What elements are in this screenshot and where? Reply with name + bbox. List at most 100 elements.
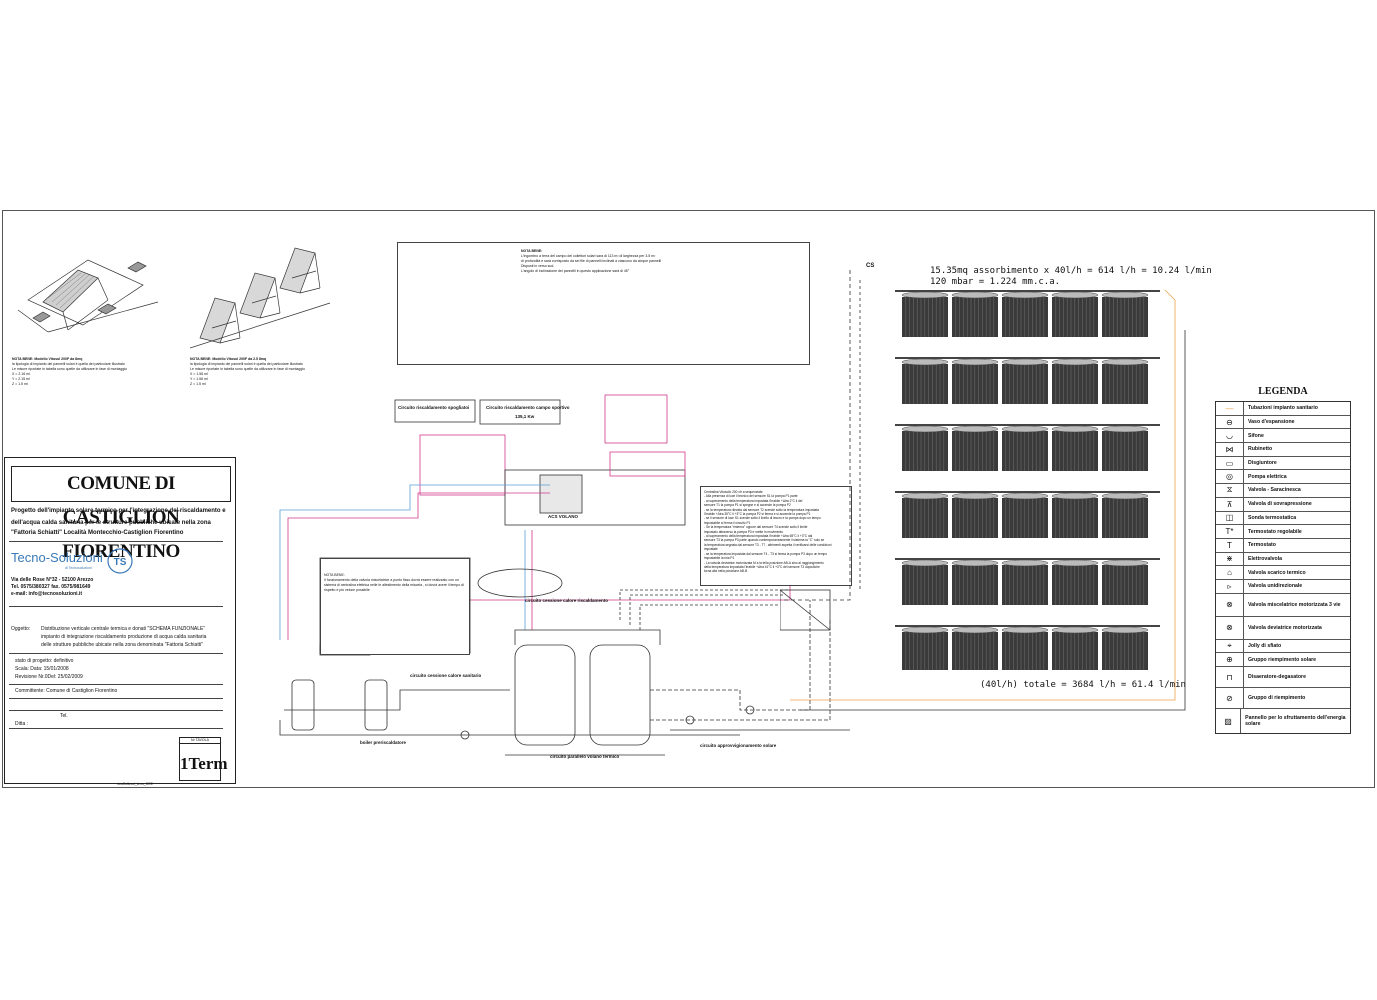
- project-line-3: "Fattoria Schiatti" Località Montecchio-…: [11, 530, 184, 536]
- legend-item: ⊕Gruppo riempimento solare: [1216, 653, 1350, 667]
- legend-label: Vaso d'espansione: [1248, 419, 1295, 426]
- solar-collector-panel: [901, 559, 949, 605]
- solar-collector-panel: [951, 492, 999, 538]
- company-address: Via delle Rose N°32 - 52100 Arezzo: [11, 577, 94, 583]
- legend-label: Pannello per lo sfruttamento dell'energi…: [1245, 715, 1346, 727]
- drawing-sheet-border: [2, 210, 1375, 788]
- project-line-2: dell'acqua calda sanitaria per le strutt…: [11, 520, 211, 526]
- solar-field-header-2: 120 mbar = 1.224 mm.c.a.: [930, 277, 1061, 287]
- legend-symbol-icon: ⋇: [1216, 552, 1244, 566]
- note-left: NOTA BENE: Modello Vitosol 200F da 8mq l…: [12, 357, 127, 386]
- solar-collector-panel: [1001, 626, 1049, 670]
- solar-collector-panel: [901, 358, 949, 404]
- solar-collector-panel: [901, 626, 949, 670]
- legend-item: ⋈ Rubinetto: [1216, 443, 1350, 457]
- legend-item: ⊓Disaeratore-degasatore: [1216, 667, 1350, 688]
- legend-item: T*Termostato regolabile: [1216, 525, 1350, 539]
- label-acs: ACS VOLANO: [548, 514, 579, 519]
- legend-item: ⊗ Valvola miscelatrice motorizzata 3 vie: [1216, 593, 1350, 617]
- legend-table: ―Tubazioni impianto sanitario⊖ Vaso d'esp…: [1215, 401, 1351, 734]
- oggetto-line-2: impianto di integrazione riscaldamento p…: [41, 634, 207, 640]
- tavola-label: Nr TAVOLA: [180, 738, 220, 744]
- solar-collector-panel: [901, 425, 949, 471]
- legend-item: ◡Sifone: [1216, 429, 1350, 444]
- legend-symbol-icon: ▹: [1216, 579, 1244, 593]
- label-parallel: circuito parallelo volano termico: [550, 754, 620, 759]
- legend-label: Tubazioni impianto sanitario: [1248, 405, 1318, 412]
- legend-item: ⊗Valvola deviatrice motorizzata: [1216, 616, 1350, 640]
- panel-mounting-sketch-single: [17, 259, 159, 333]
- tavola-number: 1Term: [180, 754, 228, 773]
- center-note-text: NOTA BENE: Il funzionamento della valvol…: [324, 573, 464, 592]
- solar-collector-panel: [1051, 492, 1099, 538]
- legend-symbol-icon: ⧖: [1216, 484, 1244, 497]
- legend-symbol-icon: ⊕: [1216, 653, 1244, 666]
- solar-field-total: (40l/h) totale = 3684 l/h = 61.4 l/min: [980, 680, 1186, 690]
- legend-item: ⌂ Valvola scarico termico: [1216, 566, 1350, 580]
- municipality-title: COMUNE DI CASTIGLION FIORENTINO: [11, 466, 231, 562]
- solar-collector-panel: [1051, 358, 1099, 404]
- legend-label: Valvola miscelatrice motorizzata 3 vie: [1248, 601, 1341, 608]
- legend-label: Valvola scarico termico: [1248, 569, 1306, 576]
- legend-symbol-icon: ⊗: [1216, 593, 1244, 616]
- legend-label: Jolly di sfiato: [1248, 642, 1282, 649]
- stato-progetto: stato di progetto: definitivo: [15, 658, 74, 664]
- solar-collector-panel: [901, 492, 949, 538]
- label-heating-sports: Circuito riscaldamento campo sportivo: [486, 405, 570, 410]
- legend-label: Disgiuntore: [1248, 460, 1277, 467]
- legend-label: Valvola di sovrapressione: [1248, 501, 1312, 508]
- svg-text:TS: TS: [114, 557, 127, 568]
- title-block: COMUNE DI CASTIGLION FIORENTINO Progetto…: [4, 457, 236, 784]
- file-name: ricoCollexxi_term_CEE: [117, 782, 153, 786]
- legend-symbol-icon: T*: [1216, 525, 1244, 538]
- solar-collector-panel: [1051, 291, 1099, 337]
- panel-mounting-sketch-triple: [190, 247, 331, 349]
- legend-label: Elettrovalvola: [1248, 555, 1283, 562]
- solar-collector-panel: [1101, 559, 1149, 605]
- label-solar-integration: circuito cessione calore riscaldamento: [525, 598, 609, 603]
- label-boiler: boiler preriscaldatore: [360, 740, 407, 745]
- legend-label: Rubinetto: [1248, 446, 1273, 453]
- tavola-box: Nr TAVOLA 1Term: [179, 737, 228, 781]
- solar-collector-panel: [951, 358, 999, 404]
- solar-collector-panel: [1101, 492, 1149, 538]
- label-heating-sports-kw: 135,1 Kw: [515, 414, 535, 419]
- company-logo: TS: [107, 548, 133, 574]
- solar-pipes: [780, 270, 1186, 711]
- legend-symbol-icon: ⊘: [1216, 688, 1244, 708]
- solar-collector-panel: [1051, 559, 1099, 605]
- legend-item: ⊼Valvola di sovrapressione: [1216, 497, 1350, 512]
- oggetto-line-1: Distribuzione verticale centrale termica…: [41, 626, 206, 632]
- legend-label: Disaeratore-degasatore: [1248, 674, 1306, 680]
- label-solar-sanitary: circuito cessione calore sanitario: [410, 673, 482, 678]
- solar-collector-panel: [1001, 291, 1049, 337]
- solar-collector-panel: [1001, 559, 1049, 605]
- legend-label: Gruppo di riempimento: [1248, 695, 1306, 701]
- solar-collector-panel: [1051, 626, 1099, 670]
- note-middle: NOTA BENE: Modello Vitosol 200F da 2.5 8…: [190, 357, 305, 386]
- legend-item: ⧖Valvola - Saracinesca: [1216, 484, 1350, 498]
- legend-label: Valvola unidirezionale: [1248, 583, 1303, 590]
- company-phone: Tel. 0575/380327 fax. 0575/981649: [11, 584, 91, 590]
- legend-symbol-icon: ⌖: [1216, 639, 1244, 653]
- legend-symbol-icon: ⋈: [1216, 443, 1244, 456]
- legend-label: Valvola deviatrice motorizzata: [1248, 624, 1322, 631]
- legend-label: Sifone: [1248, 432, 1264, 439]
- solar-collector-panel: [1101, 291, 1149, 337]
- label-cs: CS: [866, 263, 875, 269]
- ditta-label: Ditta :: [15, 721, 29, 727]
- hydraulic-schematic: [279, 394, 850, 756]
- solar-collector-panel: [951, 626, 999, 670]
- legend-item: ―Tubazioni impianto sanitario: [1216, 402, 1350, 416]
- legend-item: ◫Sonda termostatica: [1216, 511, 1350, 526]
- legend-item: ⊘ Gruppo di riempimento: [1216, 688, 1350, 709]
- legend-item: ▨Pannello per lo sfruttamento dell'energ…: [1216, 709, 1350, 733]
- legend-symbol-icon: ⊖: [1216, 415, 1244, 429]
- project-line-1: Progetto dell'impianto solare termico pe…: [11, 508, 226, 514]
- revisione: Revisione Nr.0Del: 25/02/2009: [15, 674, 83, 680]
- legend-symbol-icon: ⌂: [1216, 566, 1244, 579]
- oggetto-line-3: delle strutture pubbliche ubicate nella …: [41, 642, 203, 648]
- solar-collector-panel: [1001, 358, 1049, 404]
- solar-collector-panel: [1001, 492, 1049, 538]
